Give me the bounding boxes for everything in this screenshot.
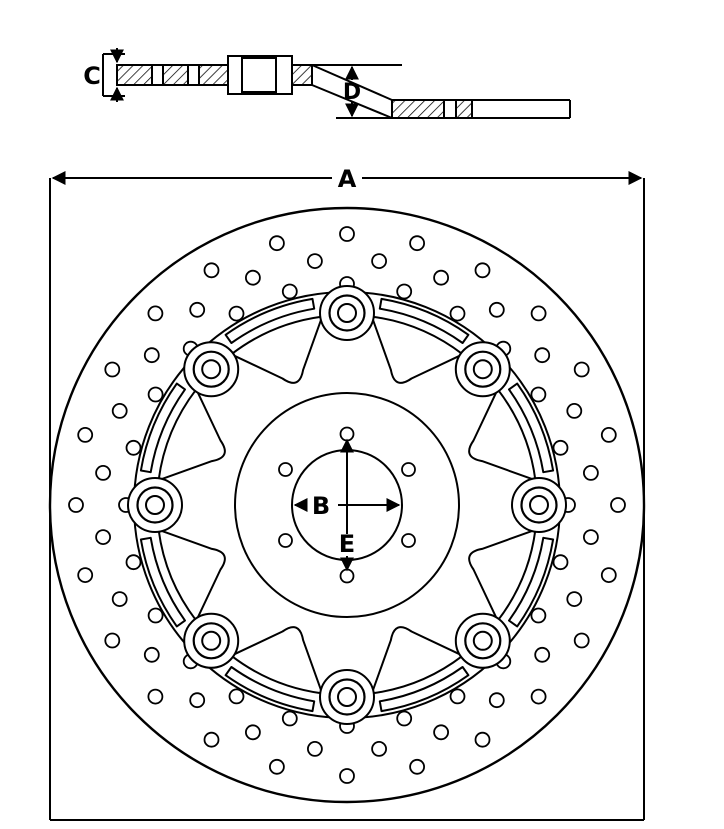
floating-bobbins [127,285,567,725]
label-bore-B: B [312,492,330,520]
dim-offset [312,64,402,119]
label-bolt-circle-E: E [339,530,355,558]
bolt-holes [278,426,416,584]
spoke-windows [157,315,537,695]
carrier-slots [139,297,555,713]
label-thickness-C: C [83,62,101,90]
section-offset-step [311,64,393,119]
section-view [102,48,571,119]
section-lower-strip [391,99,571,119]
dim-thickness-bracket [102,48,125,102]
hub-outer-circle [234,392,460,618]
label-offset-D: D [343,80,361,105]
front-view [48,171,646,821]
label-outer-diameter-A: A [338,165,357,193]
section-hub-block [227,55,293,95]
disc-outer-edge [48,206,646,804]
